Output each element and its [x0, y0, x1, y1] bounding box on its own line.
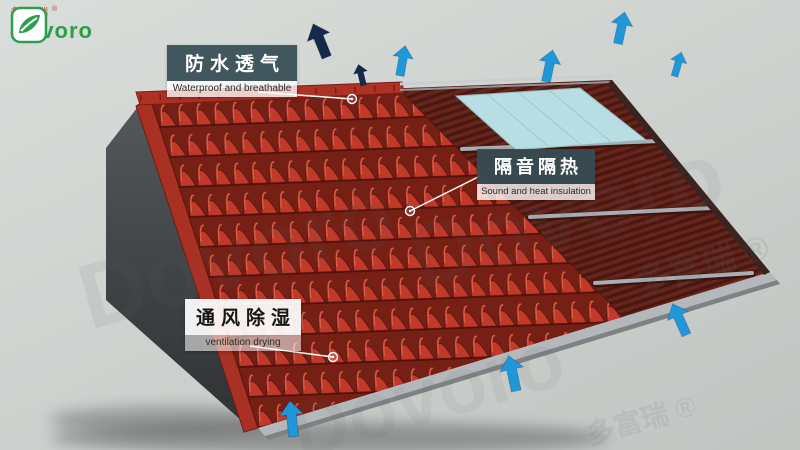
callout-waterproof-subtitle: Waterproof and breathable [167, 81, 297, 97]
airflow-arrow-blue [666, 49, 690, 80]
callout-insulation-title: 隔音隔热 [477, 149, 595, 184]
marker-insulation-dot [408, 209, 412, 213]
marker-ventilation-dot [331, 355, 335, 359]
registered-mark: ® [52, 6, 58, 13]
callout-insulation-subtitle: Sound and heat insulation [477, 184, 595, 200]
callout-waterproof: 防水透气 Waterproof and breathable [167, 45, 297, 97]
right-rake-edge [607, 80, 770, 275]
callout-ventilation-title: 通风除湿 [185, 299, 301, 335]
wall-shadow [50, 406, 290, 434]
brand-logo-icon [10, 6, 48, 44]
eaves-shadow [265, 280, 780, 440]
eaves-fascia [258, 272, 777, 436]
marker-waterproof-dot [350, 97, 354, 101]
callout-ventilation: 通风除湿 ventilation drying [185, 299, 301, 351]
callout-insulation: 隔音隔热 Sound and heat insulation [477, 149, 595, 200]
airflow-arrow-navy [301, 18, 339, 63]
metal-battens [458, 138, 756, 288]
callout-ventilation-subtitle: ventilation drying [185, 335, 301, 351]
airflow-arrow-blue [606, 9, 636, 47]
brand-logo: 多富瑞® Dovoro [10, 6, 93, 44]
callout-waterproof-title: 防水透气 [167, 45, 297, 81]
callout-leaders [249, 91, 481, 363]
insulation-panel [454, 87, 648, 151]
airflow-arrow-blue [389, 43, 416, 78]
watermark-cn-text: 多富瑞 ® [583, 389, 700, 450]
leader-insulation [409, 175, 481, 212]
ridge-rail [399, 74, 613, 91]
